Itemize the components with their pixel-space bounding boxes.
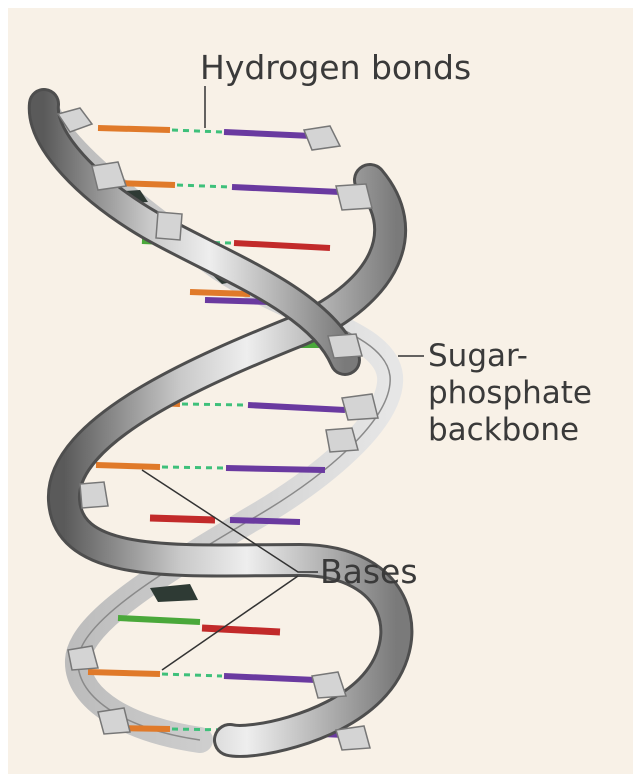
- label-backbone-line-3: backbone: [428, 412, 592, 449]
- label-backbone-line-1: Sugar-: [428, 338, 592, 375]
- base-pair: [96, 465, 325, 470]
- label-sugar-phosphate-backbone: Sugar- phosphate backbone: [428, 338, 592, 449]
- base-pair: [118, 618, 280, 632]
- base-pair: [88, 672, 316, 680]
- label-bases: Bases: [320, 552, 418, 591]
- label-backbone-line-2: phosphate: [428, 375, 592, 412]
- base-pair: [118, 183, 340, 192]
- base-pair: [98, 128, 312, 136]
- label-hydrogen-bonds: Hydrogen bonds: [200, 48, 471, 87]
